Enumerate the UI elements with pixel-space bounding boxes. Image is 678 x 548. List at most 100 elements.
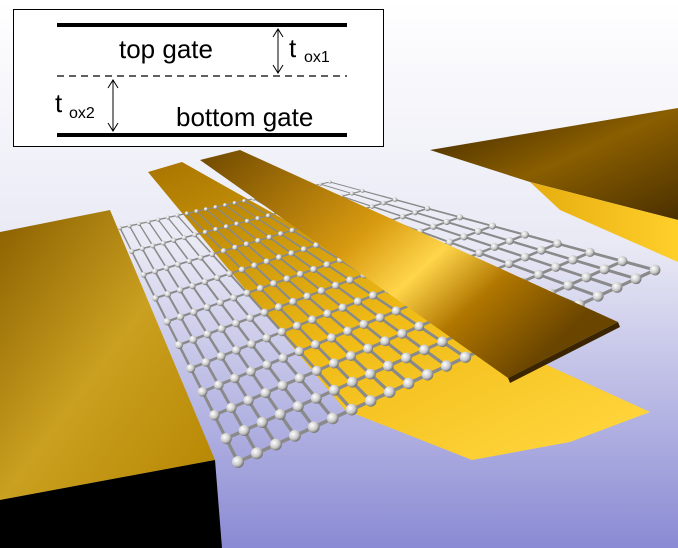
lattice-atom — [328, 384, 340, 396]
lattice-bond — [538, 273, 569, 287]
lattice-bond — [278, 256, 301, 275]
lattice-atom — [326, 412, 339, 425]
lattice-atom — [382, 360, 394, 372]
lattice-atom — [231, 345, 241, 355]
bottom-gate-label: bottom gate — [176, 102, 314, 132]
lattice-bond — [622, 259, 656, 272]
lattice-atom — [292, 400, 304, 412]
lattice-atom — [190, 308, 198, 316]
lattice-bond — [291, 229, 317, 246]
lattice-bond — [216, 277, 235, 299]
top-gate-label: top gate — [119, 34, 213, 64]
lattice-atom — [303, 292, 312, 301]
lattice-bond — [141, 248, 156, 272]
lattice-bond — [234, 246, 255, 267]
lattice-bond — [179, 316, 195, 341]
lattice-atom — [232, 319, 240, 328]
lattice-bond — [402, 215, 434, 228]
lattice-bond — [326, 263, 351, 281]
lattice-atom — [226, 402, 237, 414]
lattice-atom — [189, 335, 198, 344]
lattice-atom — [505, 236, 514, 245]
lattice-atom — [232, 244, 238, 251]
lattice-atom — [243, 395, 254, 406]
lattice-atom — [197, 386, 208, 397]
lattice-atom — [164, 290, 172, 298]
lattice-atom — [263, 258, 270, 265]
right-contact-front — [530, 182, 678, 262]
lattice-bond — [225, 226, 247, 245]
lattice-bond — [557, 242, 591, 254]
lattice-bond — [427, 207, 461, 219]
lattice-atom — [359, 319, 369, 330]
lattice-atom — [230, 373, 240, 384]
lattice-atom — [649, 264, 661, 276]
lattice-bond — [191, 285, 208, 308]
lattice-atom — [223, 203, 227, 207]
lattice-atom — [504, 259, 514, 269]
lattice-atom — [400, 352, 412, 364]
lattice-bond — [234, 202, 258, 219]
lattice-atom — [152, 268, 158, 275]
lattice-atom — [217, 324, 226, 333]
lattice-bond — [119, 227, 133, 252]
lattice-bond — [165, 267, 181, 291]
lattice-bond — [267, 215, 293, 231]
lattice-atom — [318, 182, 323, 186]
lattice-bond — [604, 267, 637, 281]
lattice-atom — [307, 421, 320, 433]
lattice-atom — [150, 243, 156, 249]
lattice-atom — [234, 221, 239, 227]
lattice-bond — [419, 230, 451, 244]
lattice-bond — [246, 220, 270, 238]
lattice-bond — [224, 204, 248, 222]
lattice-atom — [399, 213, 406, 220]
lattice-atom — [283, 275, 291, 283]
lattice-bond — [232, 297, 252, 319]
lattice-atom — [317, 287, 326, 295]
lattice-atom — [213, 380, 224, 390]
lattice-atom — [296, 270, 304, 278]
lattice-bond — [292, 300, 314, 321]
lattice-atom — [585, 247, 595, 258]
lattice-bond — [166, 321, 181, 346]
lattice-bond — [320, 289, 344, 309]
lattice-atom — [156, 217, 161, 222]
lattice-atom — [223, 224, 229, 229]
lattice-atom — [489, 222, 496, 230]
lattice-atom — [421, 368, 434, 381]
lattice-bond — [463, 235, 495, 248]
lattice-atom — [270, 280, 278, 288]
lattice-bond — [508, 262, 540, 276]
lattice-bond — [303, 248, 328, 266]
lattice-bond — [349, 279, 374, 297]
lattice-atom — [186, 258, 193, 264]
lattice-atom — [175, 213, 180, 218]
lattice-bond — [492, 224, 526, 236]
lattice-bond — [183, 237, 202, 259]
tox2-arrow — [107, 79, 119, 132]
lattice-atom — [446, 238, 454, 246]
lattice-atom — [213, 227, 219, 232]
lattice-atom — [246, 366, 256, 377]
tox1-subscript: ox1 — [304, 49, 330, 66]
lattice-atom — [490, 243, 499, 251]
lattice-atom — [437, 336, 448, 348]
lattice-atom — [346, 276, 354, 284]
lattice-atom — [260, 387, 271, 399]
lattice-bond — [142, 274, 157, 299]
lattice-bond — [167, 217, 185, 239]
lattice-atom — [209, 409, 220, 421]
lattice-atom — [430, 223, 437, 230]
lattice-bond — [204, 281, 222, 304]
lattice-atom — [209, 251, 215, 258]
lattice-bond — [128, 225, 143, 249]
lattice-atom — [294, 373, 305, 384]
lattice-atom — [216, 299, 225, 307]
lattice-bond — [555, 265, 587, 279]
lattice-atom — [244, 218, 250, 224]
lattice-atom — [250, 447, 263, 460]
lattice-atom — [256, 416, 268, 429]
lattice-atom — [238, 266, 246, 273]
lattice-atom — [171, 237, 177, 243]
